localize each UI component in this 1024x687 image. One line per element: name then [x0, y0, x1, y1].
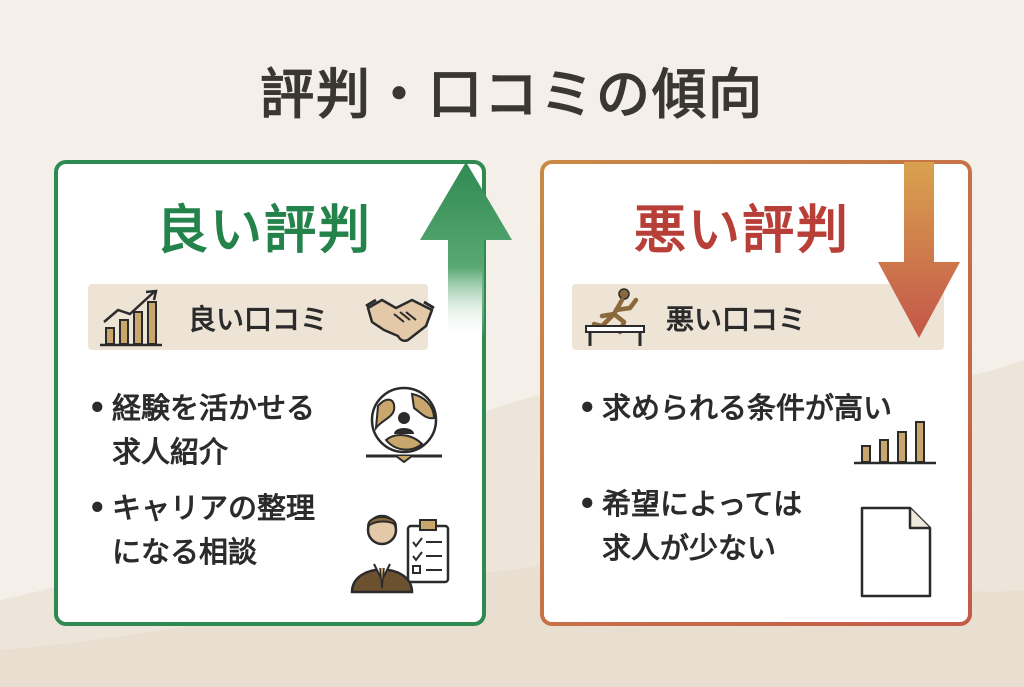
good-word-of-mouth-bar: 良い口コミ: [88, 284, 435, 350]
good-reviews-heading: 良い評判: [156, 201, 373, 261]
bullet-dot: •: [578, 487, 597, 521]
bullet-dot: •: [578, 391, 597, 425]
arrow-up-icon: [420, 162, 512, 338]
hurdle-runner-icon: [585, 288, 645, 346]
bullet-dot: •: [88, 391, 107, 425]
bad-word-of-mouth-bar: 悪い口コミ: [572, 284, 944, 350]
bad-reviews-panel: 悪い評判 悪い口コミ •求められる条件が高い •希望によっては 求人が少ない: [540, 160, 972, 626]
bad-item-1: •求められる条件が高い: [578, 386, 892, 430]
bar-chart-icon: [854, 421, 936, 465]
arrow-down-icon: [878, 162, 960, 338]
good-reviews-panel: 良い評判 良い口コミ •経験を活かせる 求人紹介 •キャリア: [54, 160, 486, 626]
consultant-clipboard-icon: [350, 514, 450, 594]
bad-reviews-heading: 悪い評判: [634, 201, 851, 261]
page-title: 評判・口コミの傾向: [260, 63, 764, 126]
bad-item-2: •希望によっては 求人が少ない: [578, 482, 802, 570]
good-word-of-mouth-label: 良い口コミ: [188, 303, 329, 336]
blank-document-icon: [860, 506, 932, 598]
globe-person-icon: [366, 386, 442, 464]
good-item-1: •経験を活かせる 求人紹介: [88, 386, 315, 474]
handshake-icon: [365, 298, 435, 343]
bullet-dot: •: [88, 491, 107, 525]
good-item-2: •キャリアの整理 になる相談: [88, 486, 315, 574]
rising-bar-chart-icon: [100, 289, 162, 347]
bad-word-of-mouth-label: 悪い口コミ: [666, 303, 807, 336]
